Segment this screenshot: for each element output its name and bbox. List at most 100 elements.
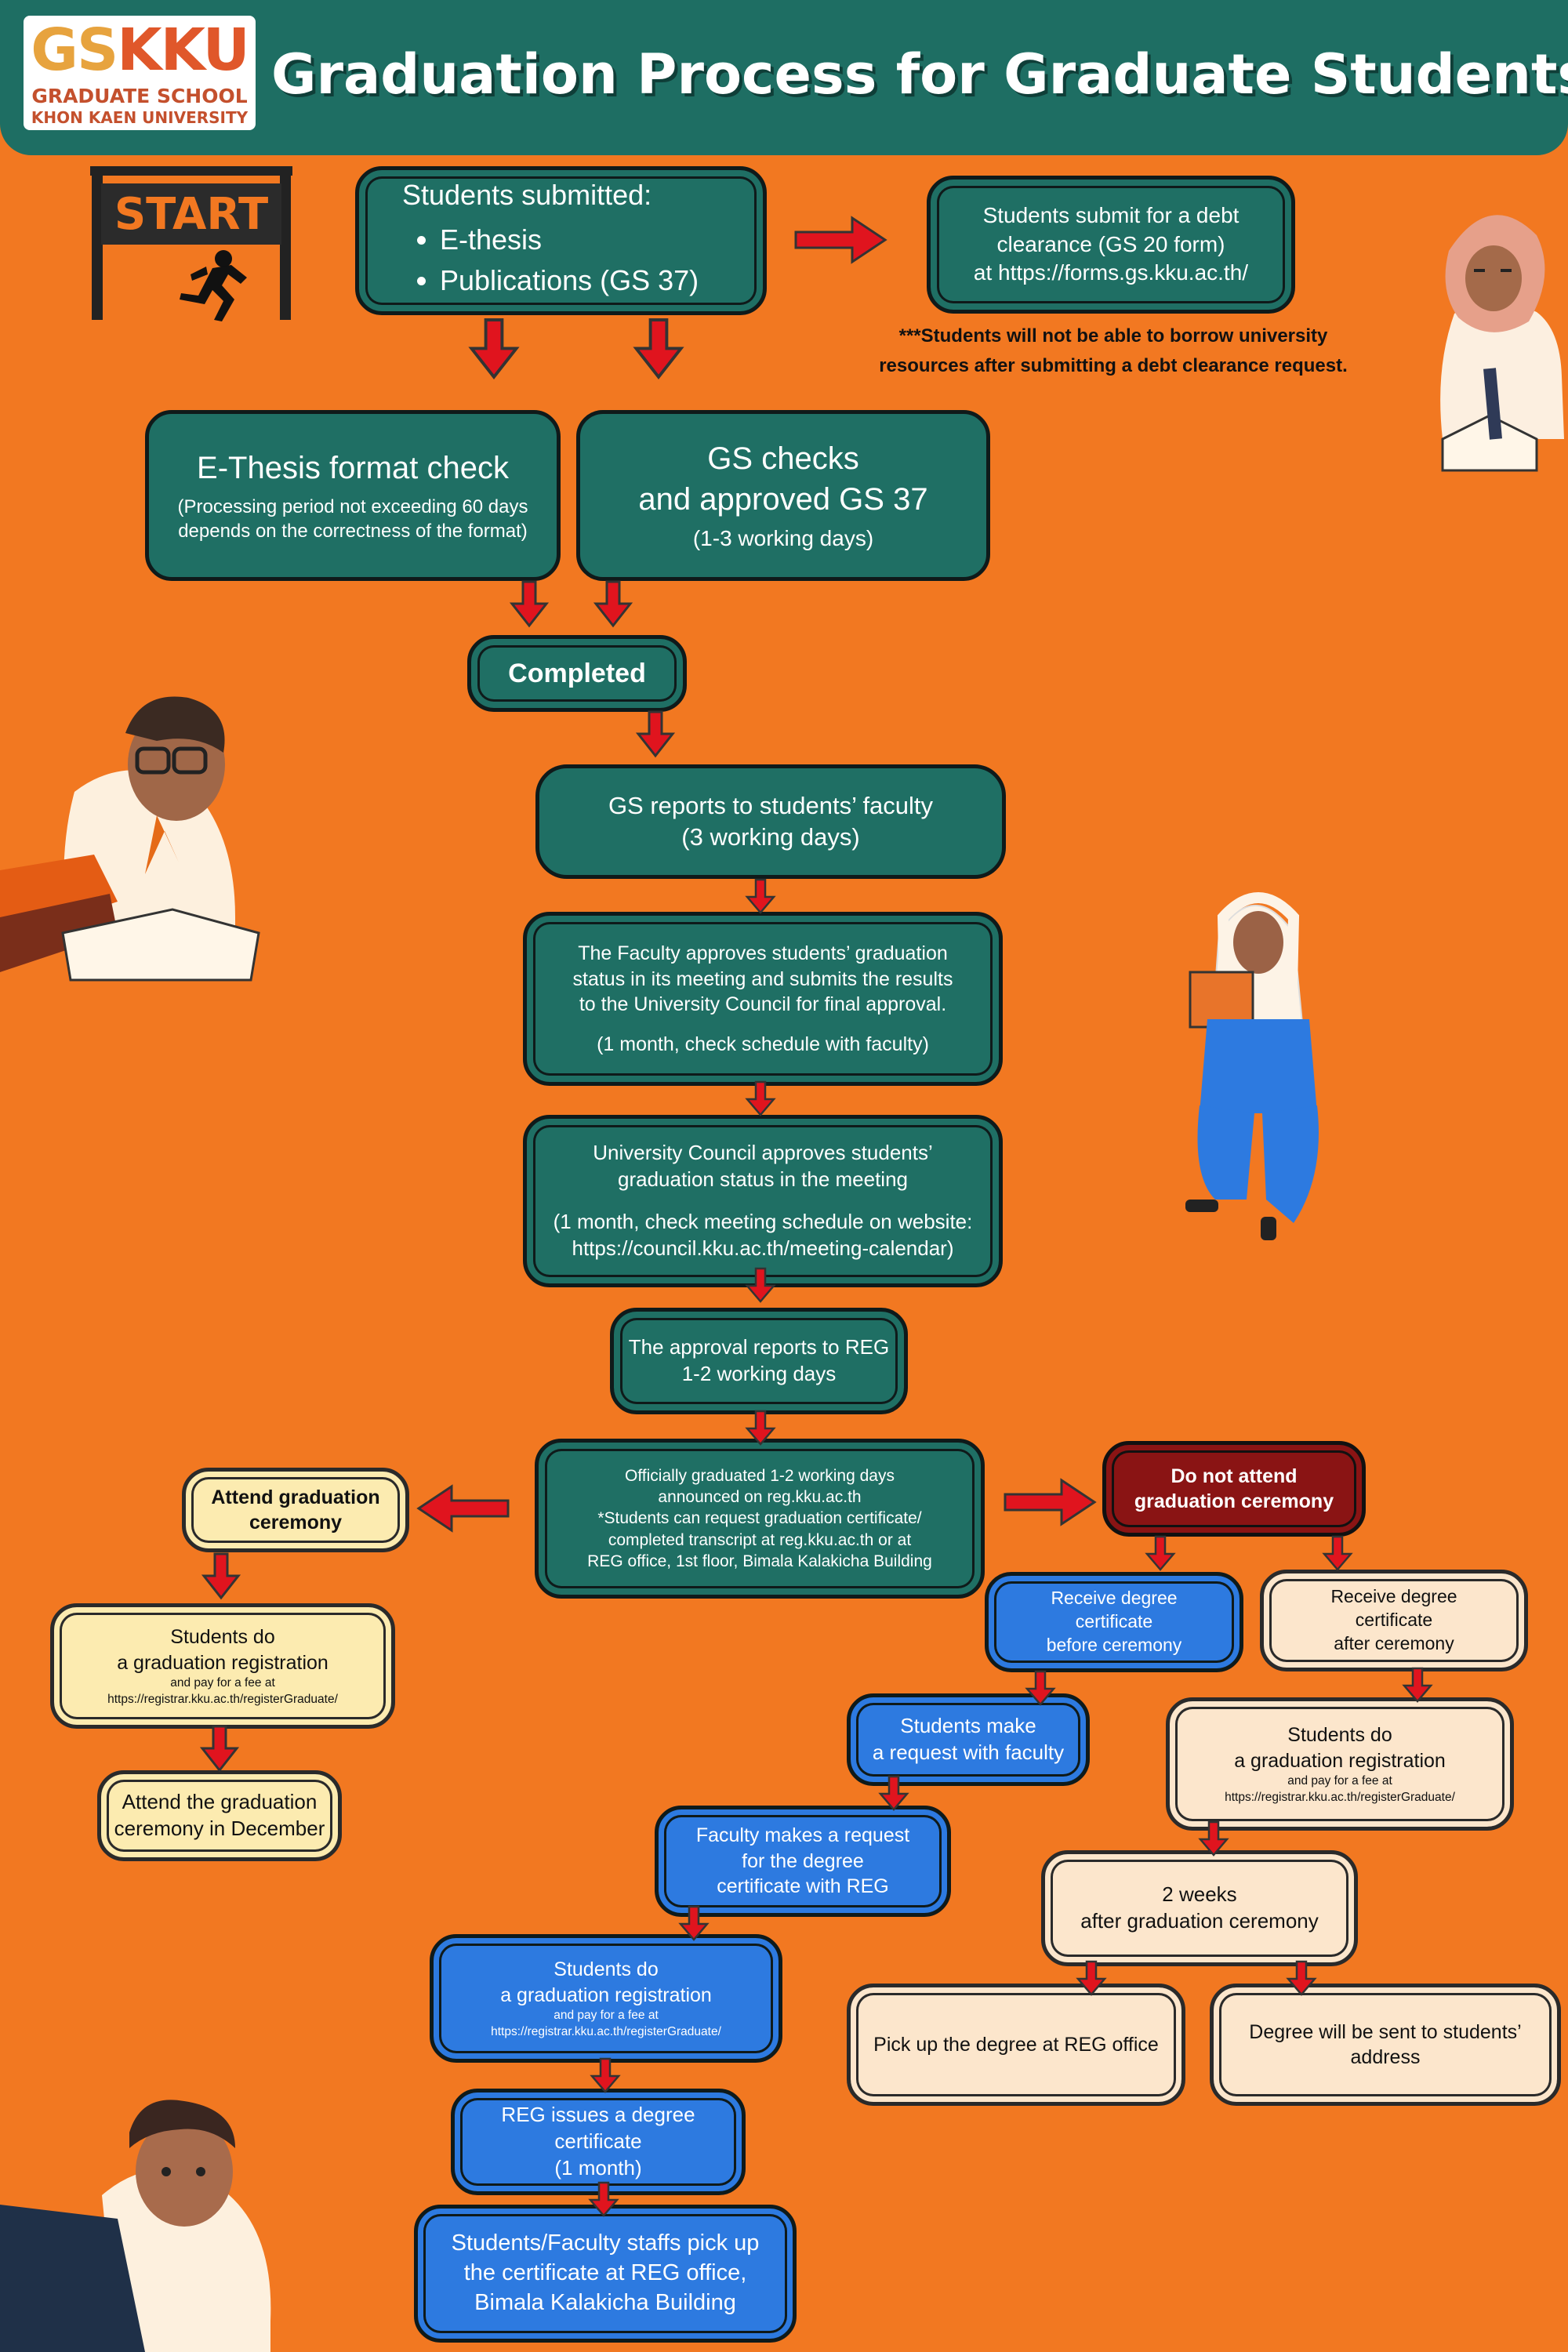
sent-line1: Degree will be sent to students’ [1249, 2020, 1522, 2043]
makereq-line2: a request with faculty [872, 1740, 1065, 1764]
gs-check-line1: GS checks [707, 441, 859, 476]
breg-line1: Students do [554, 1958, 659, 1981]
degree-sent-box: Degree will be sent to students’ address [1210, 1984, 1561, 2106]
rreg-line4: https://registrar.kku.ac.th/registerGrad… [1225, 1790, 1455, 1804]
submitted-item-ethesis: E-thesis [440, 222, 699, 259]
arrow-notattend-to-before [1145, 1535, 1175, 1571]
reports-line2: (3 working days) [681, 823, 860, 851]
start-label: START [114, 189, 268, 240]
attend-reg-line2: a graduation registration [117, 1651, 328, 1674]
twoweeks-line2: after graduation ceremony [1080, 1909, 1319, 1933]
staff-line1: Students/Faculty staffs pick up [451, 2230, 760, 2256]
notattend-line1: Do not attend [1171, 1465, 1298, 1487]
gs-check-box: GS checks and approved GS 37 (1-3 workin… [576, 410, 990, 581]
submitted-item-publications: Publications (GS 37) [440, 263, 699, 299]
student-laptop-icon [0, 2100, 271, 2352]
attend-december-box: Attend the graduation ceremony in Decemb… [97, 1770, 342, 1861]
breg-line3: and pay for a fee at [554, 2009, 659, 2023]
arrow-faculty-to-council [746, 1080, 775, 1116]
arrow-register-to-december [201, 1725, 238, 1772]
rreg-line2: a graduation registration [1234, 1749, 1446, 1772]
debt-line1: Students submit for a debt [982, 203, 1240, 228]
attend-reg-line1: Students do [170, 1626, 275, 1649]
pickup-degree-box: Pick up the degree at REG office [847, 1984, 1185, 2106]
logo-line2: KHON KAEN UNIVERSITY [31, 108, 249, 127]
before-line1: Receive degree [1051, 1588, 1178, 1609]
faculty-line3: to the University Council for final appr… [579, 993, 947, 1015]
facreq-line1: Faculty makes a request [695, 1824, 910, 1847]
arrow-after-to-rreg [1403, 1667, 1432, 1703]
debt-clearance-box: Students submit for a debt clearance (GS… [927, 176, 1295, 314]
officially-graduated-box: Officially graduated 1-2 working days an… [535, 1439, 985, 1599]
debt-line3: at https://forms.gs.kku.ac.th/ [973, 260, 1249, 285]
arrow-gscheck-to-completed [594, 580, 632, 627]
student-writing-icon [1440, 215, 1564, 472]
arrow-ethesis-to-completed [510, 580, 548, 627]
before-line2: certificate [1075, 1611, 1153, 1632]
arrow-to-ethesis [470, 318, 518, 379]
before-line3: before ceremony [1046, 1634, 1182, 1655]
official-line4: completed transcript at reg.kku.ac.th or… [608, 1530, 912, 1549]
arrow-reports-to-faculty [746, 878, 775, 914]
header-bar [0, 0, 1568, 155]
faculty-line4: (1 month, check schedule with faculty) [597, 1033, 929, 1055]
receive-after-ceremony-box: Receive degree certificate after ceremon… [1260, 1570, 1528, 1671]
arrow-submitted-to-debt [794, 216, 887, 263]
faculty-makes-request-box: Faculty makes a request for the degree c… [655, 1806, 951, 1917]
reports-line1: GS reports to students’ faculty [608, 791, 934, 819]
students-submitted-box: Students submitted: E-thesis Publication… [355, 166, 767, 315]
arrow-breg-to-issue [590, 2057, 620, 2093]
attend-ceremony-box: Attend graduation ceremony [182, 1468, 409, 1552]
official-line3: *Students can request graduation certifi… [597, 1509, 922, 1528]
staff-line2: the certificate at REG office, [463, 2260, 747, 2286]
attend-reg-line4: https://registrar.kku.ac.th/registerGrad… [107, 1692, 338, 1706]
council-line4: https://council.kku.ac.th/meeting-calend… [572, 1236, 954, 1260]
issue-line3: (1 month) [554, 2155, 642, 2180]
arrow-completed-to-reports [637, 710, 674, 757]
makereq-line1: Students make [900, 1714, 1036, 1738]
completed-box: Completed [467, 635, 687, 712]
debt-note-line1: ***Students will not be able to borrow u… [898, 325, 1328, 347]
attend-registration-box: Students do a graduation registration an… [50, 1603, 395, 1729]
arrow-attend-to-register [202, 1552, 240, 1599]
ethesis-sub2: depends on the correctness of the format… [178, 521, 528, 542]
after-line3: after ceremony [1334, 1632, 1454, 1653]
council-line3: (1 month, check meeting schedule on webs… [553, 1210, 973, 1233]
breg-line4: https://registrar.kku.ac.th/registerGrad… [491, 2024, 721, 2038]
facreq-line3: certificate with REG [717, 1875, 889, 1898]
student-thinking-icon [0, 696, 260, 982]
not-attend-ceremony-box: Do not attend graduation ceremony [1102, 1441, 1366, 1537]
issue-line2: certificate [554, 2129, 642, 2154]
logo-line1: GRADUATE SCHOOL [31, 85, 248, 107]
reg-issues-certificate-box: REG issues a degree certificate (1 month… [451, 2089, 746, 2195]
running-person-icon [180, 250, 247, 321]
gskku-logo: GSKKU GRADUATE SCHOOL KHON KAEN UNIVERSI… [24, 16, 256, 130]
students-make-request-box: Students make a request with faculty [847, 1693, 1090, 1786]
attend-line1: Attend graduation [211, 1486, 380, 1508]
attend-final-line2: ceremony in December [114, 1817, 325, 1840]
attend-reg-line3: and pay for a fee at [170, 1676, 275, 1690]
gs-check-line3: (1-3 working days) [692, 525, 874, 550]
debt-note-line2: resources after submitting a debt cleara… [879, 355, 1348, 377]
gs-check-line2: and approved GS 37 [638, 481, 928, 517]
ethesis-format-check-box: E-Thesis format check (Processing period… [145, 410, 561, 581]
arrow-official-to-attend [417, 1485, 510, 1532]
ethesis-sub1: (Processing period not exceeding 60 days [177, 495, 528, 517]
staff-line3: Bimala Kalakicha Building [474, 2289, 736, 2315]
sent-line2: address [1350, 2046, 1421, 2068]
facreq-line2: for the degree [742, 1849, 864, 1872]
after-registration-box: Students do a graduation registration an… [1166, 1697, 1514, 1831]
ethesis-title: E-Thesis format check [197, 450, 509, 485]
logo-gs: GS [31, 16, 118, 84]
logo-kku: KKU [117, 16, 249, 84]
debt-clearance-note: ***Students will not be able to borrow u… [831, 321, 1396, 382]
breg-line2: a graduation registration [500, 1984, 712, 2006]
official-line1: Officially graduated 1-2 working days [625, 1466, 895, 1485]
official-line2: announced on reg.kku.ac.th [658, 1488, 862, 1507]
council-line2: graduation status in the meeting [617, 1167, 909, 1192]
council-line1: University Council approves students’ [593, 1141, 933, 1165]
submitted-heading: Students submitted: [402, 178, 652, 211]
rreg-line3: and pay for a fee at [1287, 1774, 1392, 1788]
university-council-box: University Council approves students’ gr… [523, 1115, 1003, 1287]
attend-final-line1: Attend the graduation [122, 1790, 318, 1814]
